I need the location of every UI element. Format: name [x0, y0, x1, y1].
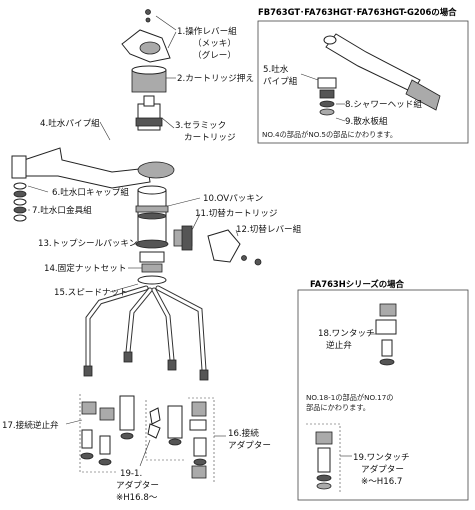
label-p19-line2: アダプター	[361, 463, 404, 475]
spray-plate-9	[319, 100, 335, 108]
label-p16-line2: アダプター	[228, 439, 271, 451]
bottom-connectors	[79, 394, 215, 482]
label-p19-line1: 19.ワンタッチ	[353, 452, 410, 463]
label-p1-line1: 1.操作レバー組	[177, 25, 237, 37]
label-p10: 10.OVパッキン	[203, 193, 263, 204]
spout-pipe-5	[325, 33, 421, 93]
label-p4: 4.吐水パイプ組	[40, 117, 100, 129]
top-seal-packing-13	[135, 239, 169, 249]
fb763-box-note: NO.4の部品がNO.5の部品にかわります。	[262, 130, 397, 139]
main-faucet-assembly	[11, 9, 262, 285]
adapter-19-1	[119, 395, 135, 431]
connection-adapter-16	[191, 401, 207, 417]
label-p7: 7.吐水口金具組	[32, 204, 92, 216]
leader-lines	[27, 15, 239, 467]
label-p191-line3: ※H16.8～	[116, 493, 158, 503]
ov-packing-10	[137, 212, 167, 220]
fa763h-variant-box: FA763Hシリーズの場合 18.ワンタッチ 逆止弁 NO.18-1の部品がNO…	[297, 279, 469, 501]
label-p191-line2: アダプター	[116, 479, 159, 491]
label-p5-line2: パイプ組	[263, 75, 298, 87]
label-p9: 9.散水板組	[345, 115, 388, 127]
label-p13: 13.トップシールパッキン	[38, 238, 137, 249]
label-p1-line3: （グレー）	[193, 49, 236, 61]
label-p3-line1: 3.セラミック	[175, 120, 226, 131]
fa763h-box-note-line2: 部品にかわります。	[306, 403, 370, 412]
one-touch-adapter-19	[315, 431, 333, 445]
fb763-box-title: FB763GT･FA763HGT･FA763HGT-G206の場合	[258, 7, 457, 17]
label-p1-line2: （メッキ）	[193, 38, 236, 49]
fa763h-box-title: FA763Hシリーズの場合	[310, 279, 405, 289]
check-valve-17	[81, 401, 97, 415]
label-p14: 14.固定ナットセット	[44, 262, 126, 274]
label-p16-line1: 16.接続	[228, 427, 259, 439]
label-p11: 11.切替カートリッジ	[195, 207, 278, 219]
label-p5-line1: 5.吐水	[263, 63, 289, 75]
switch-lever-12	[207, 229, 241, 263]
label-p17: 17.接続逆止弁	[2, 419, 59, 431]
fa763h-box-note-line1: NO.18-1の部品がNO.17の	[306, 393, 393, 402]
label-p19-line3: ※～H16.7	[361, 477, 402, 487]
supply-hoses	[83, 285, 209, 381]
spout-fittings-7	[13, 198, 27, 206]
speed-nut-15	[137, 275, 167, 285]
fb763-variant-box: FB763GT･FA763HGT･FA763HGT-G206の場合 5.吐水 パ…	[257, 7, 469, 144]
spout-pipe-4	[17, 147, 151, 189]
label-p18-line1: 18.ワンタッチ	[318, 328, 375, 339]
label-p18-line2: 逆止弁	[326, 339, 352, 351]
label-p8: 8.シャワーヘッド組	[345, 98, 422, 110]
spout-cap-6	[13, 182, 27, 190]
shower-head-8	[405, 79, 441, 111]
label-p191-line1: 19-1.	[120, 469, 142, 479]
label-p2: 2.カートリッジ押え	[177, 72, 254, 84]
fixing-nut-14	[139, 251, 165, 263]
part-labels: 1.操作レバー組 （メッキ） （グレー） 2.カートリッジ押え 3.セラミック …	[2, 25, 302, 503]
label-p12: 12.切替レバー組	[236, 223, 302, 235]
label-p6: 6.吐水口キャップ組	[52, 186, 129, 198]
label-p3-line2: カートリッジ	[184, 132, 236, 143]
label-p15: 15.スピードナット	[54, 287, 128, 298]
one-touch-check-valve-18	[379, 303, 397, 317]
